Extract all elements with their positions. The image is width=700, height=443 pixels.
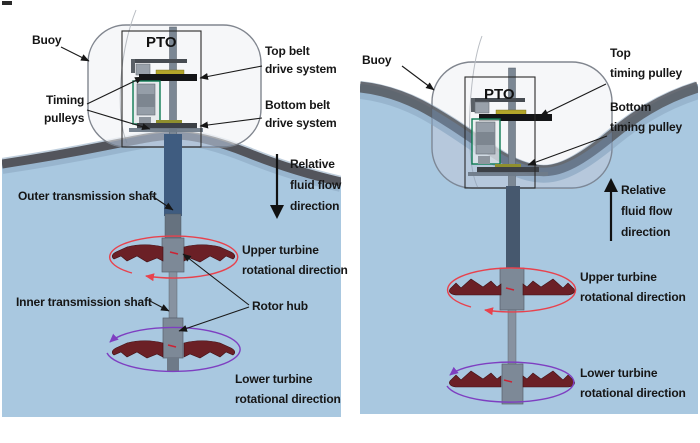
- right-panel: Buoy PTO Top timing pulley Bottom timing…: [360, 35, 698, 414]
- label-buoy-left: Buoy: [32, 33, 62, 47]
- leader-buoy-left: [60, 46, 90, 62]
- label-top-belt-line2: drive system: [265, 62, 337, 76]
- lower-turbine-blade-left-1: [111, 340, 164, 359]
- leader-top-pulley: [539, 83, 607, 117]
- label-pto-left: PTO: [146, 34, 177, 51]
- flow-direction-down-arrow: [270, 205, 284, 219]
- label-top-pulley-line2: timing pulley: [610, 66, 683, 80]
- bottom-flange-right: [468, 172, 548, 176]
- motor-block-right: [474, 101, 490, 114]
- leader-inner-shaft: [149, 300, 170, 312]
- bottom-timing-pulley-left: [156, 120, 182, 124]
- label-bottom-pulley-line1: Bottom: [610, 100, 651, 114]
- buoy-seam-left: [119, 9, 137, 144]
- label-lower-rotation-right-line1: Lower turbine: [580, 366, 658, 380]
- top-bracket-right: [471, 98, 525, 102]
- leader-timing-bottom: [86, 109, 151, 131]
- upper-turbine-blade-left-2: [183, 244, 236, 263]
- top-belt-left: [139, 74, 197, 81]
- label-timing-line2: pulleys: [44, 111, 85, 125]
- bracket-post-left: [131, 59, 135, 73]
- hub-center-mark-lower-right: [503, 379, 513, 383]
- hub-center-mark-lower-left: [167, 344, 177, 348]
- lower-rotation-arrow-right: [446, 361, 575, 403]
- pto-box-left: [121, 30, 202, 148]
- pto-box-right: [464, 76, 536, 189]
- generator-band-left: [137, 94, 155, 107]
- pto-assembly-right: [464, 67, 552, 191]
- upper-rotation-arrow-left: [109, 235, 239, 282]
- bracket-post-right: [471, 98, 475, 112]
- label-flow-left-line3: direction: [290, 199, 339, 213]
- upper-turbine-blade-right-2: [522, 278, 575, 296]
- hub-center-mark-upper-left: [169, 251, 179, 255]
- label-outer-shaft: Outer transmission shaft: [18, 189, 157, 203]
- label-flow-left-line1: Relative: [290, 157, 335, 171]
- lower-turbine-blade-left-2: [183, 340, 236, 359]
- hub-center-mark-upper-right: [505, 287, 515, 291]
- label-lower-rotation-left-line1: Lower turbine: [235, 372, 313, 386]
- label-upper-rotation-right-line2: rotational direction: [580, 290, 686, 304]
- coupling-block-right: [478, 156, 490, 164]
- pto-assembly-left: [121, 26, 203, 148]
- lower-rotor-hub-left: [162, 317, 184, 359]
- label-upper-rotation-left-line1: Upper turbine: [242, 243, 319, 257]
- upper-turbine-blade-left-1: [111, 244, 164, 263]
- upper-turbine-blade-right-1: [449, 278, 502, 296]
- label-top-belt-line1: Top belt: [265, 44, 310, 58]
- buoy-submerged-tint-right: [432, 84, 612, 188]
- figure-crop-mark: [2, 1, 12, 5]
- label-pto-right: PTO: [484, 86, 515, 103]
- drivetrain-left: [106, 134, 241, 373]
- motor-block-left: [135, 63, 151, 76]
- top-belt-right: [479, 114, 552, 121]
- top-bracket-left: [131, 59, 187, 63]
- flow-direction-up-arrow: [604, 178, 618, 192]
- leader-bottom-pulley: [527, 135, 608, 166]
- leader-outer-shaft: [151, 195, 174, 211]
- label-flow-left-line2: fluid flow: [290, 178, 342, 192]
- drivetrain-right: [446, 186, 577, 405]
- transmission-shaft-right: [506, 186, 520, 270]
- bottom-flange-left: [129, 128, 203, 132]
- label-flow-right-line1: Relative: [621, 183, 666, 197]
- label-buoy-right: Buoy: [362, 53, 392, 67]
- leader-rotor-hub-lower: [178, 306, 250, 332]
- upper-rotor-hub-left: [161, 237, 185, 273]
- leader-rotor-hub-upper: [182, 253, 250, 306]
- label-timing-line1: Timing: [46, 93, 84, 107]
- label-lower-rotation-right-line2: rotational direction: [580, 386, 686, 400]
- leader-timing-top: [86, 76, 144, 105]
- generator-band-right: [476, 132, 495, 145]
- bottom-timing-pulley-right: [495, 164, 521, 168]
- label-bottom-belt-line1: Bottom belt: [265, 98, 330, 112]
- label-lower-rotation-left-line2: rotational direction: [235, 392, 341, 406]
- coupling-block-left: [139, 117, 151, 124]
- label-upper-rotation-left-line2: rotational direction: [242, 263, 348, 277]
- label-flow-right-line3: direction: [621, 225, 670, 239]
- bottom-belt-left: [137, 123, 197, 129]
- annotations-left: Buoy PTO Top belt drive system Timing pu…: [16, 33, 348, 406]
- lower-turbine-blade-right-1: [449, 370, 502, 388]
- leader-top-belt: [199, 65, 263, 80]
- inner-shaft-right: [507, 309, 517, 367]
- upper-rotation-arrow-right: [446, 267, 577, 316]
- shaft-stub-left: [167, 358, 179, 372]
- label-inner-shaft: Inner transmission shaft: [16, 295, 152, 309]
- annotations-right: Buoy PTO Top timing pulley Bottom timing…: [362, 46, 686, 400]
- outer-transmission-shaft-left: [164, 134, 182, 216]
- leader-bottom-belt: [199, 117, 263, 129]
- label-bottom-belt-line2: drive system: [265, 116, 337, 130]
- left-panel: Buoy PTO Top belt drive system Timing pu…: [2, 9, 348, 417]
- leader-buoy-right: [401, 65, 435, 91]
- lower-rotation-arrow-left: [106, 326, 241, 373]
- label-flow-right-line2: fluid flow: [621, 204, 673, 218]
- label-bottom-pulley-line2: timing pulley: [610, 120, 683, 134]
- label-top-pulley-line1: Top: [610, 46, 631, 60]
- bottom-belt-right: [477, 167, 539, 173]
- lower-rotor-hub-right: [501, 363, 524, 405]
- label-upper-rotation-right-line1: Upper turbine: [580, 270, 657, 284]
- label-rotor-hub: Rotor hub: [252, 299, 308, 313]
